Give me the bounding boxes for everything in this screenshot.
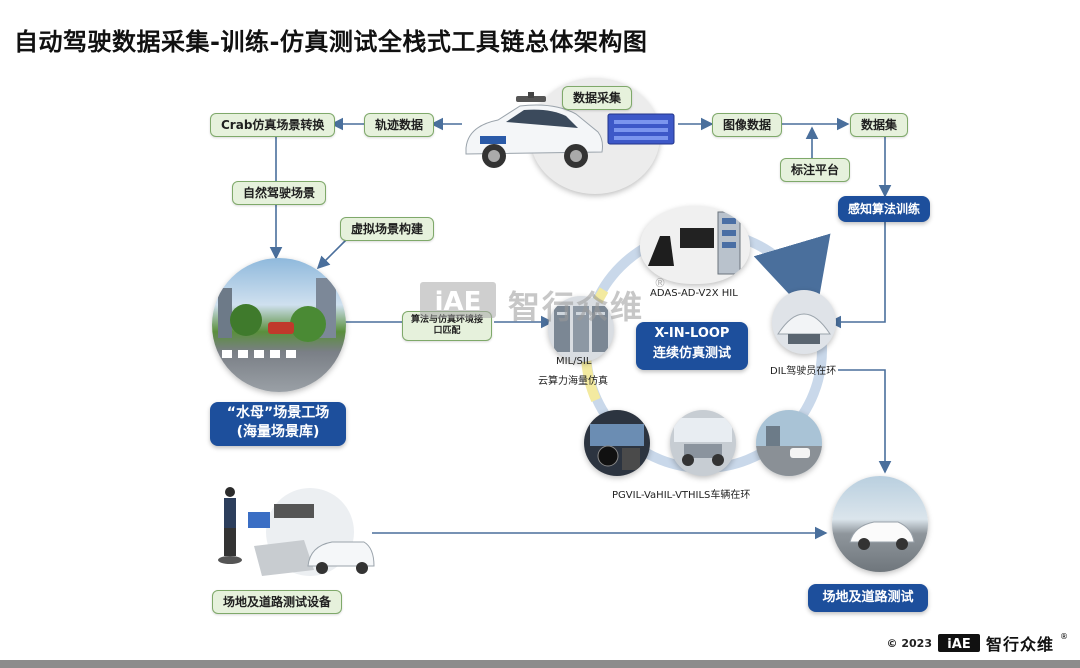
crosswalk-icon	[218, 278, 336, 358]
test-car-icon	[849, 521, 915, 550]
perception-training-box: 感知算法训练	[838, 196, 930, 222]
chassis-rig-icon	[674, 418, 732, 466]
watermark: iAE 智行众维 ®	[418, 276, 668, 328]
footer-logo-icon: iAE	[937, 634, 980, 652]
car-icon	[465, 92, 603, 168]
dil-caption: DIL驾驶员在环	[770, 366, 837, 377]
watermark-logo-icon: iAE	[420, 282, 496, 318]
bottom-bar	[0, 660, 1080, 668]
dil-circle	[772, 290, 836, 354]
cloud-sim-caption: 云算力海量仿真	[538, 376, 608, 387]
pgvil-circle-2	[670, 410, 736, 476]
crab-conversion-pill: Crab仿真场景转换	[210, 113, 336, 137]
dome-simulator-icon	[777, 313, 831, 344]
mil-sil-caption: MIL/SIL	[556, 356, 592, 367]
watermark-mark: ®	[654, 276, 666, 290]
field-test-box: 场地及道路测试	[808, 584, 928, 612]
pgvil-circle-1	[584, 410, 650, 476]
virtual-scene-build-pill: 虚拟场景构建	[340, 217, 435, 241]
trajectory-data-pill: 轨迹数据	[364, 113, 435, 137]
xil-title: X-IN-LOOP	[654, 326, 730, 341]
driving-simulator-icon	[648, 211, 741, 275]
adas-hil-caption: ADAS-AD-V2X HIL	[650, 288, 738, 299]
jellyfish-factory-subtitle: (海量场景库)	[236, 424, 320, 440]
svg-text:iAE: iAE	[435, 287, 482, 317]
hil-circle	[640, 206, 750, 284]
scene-circle	[212, 258, 346, 392]
page-title: 自动驾驶数据采集-训练-仿真测试全栈式工具链总体架构图	[14, 28, 648, 56]
mil-sil-circle	[548, 296, 614, 362]
xil-subtitle: 连续仿真测试	[652, 346, 731, 361]
jellyfish-factory-title: “水母”场景工场	[226, 405, 330, 421]
xil-box: X-IN-LOOP 连续仿真测试	[636, 322, 748, 370]
cockpit-icon	[590, 424, 644, 470]
copyright: © 2023	[886, 636, 932, 650]
footer: © 2023 iAE 智行众维 ®	[887, 632, 1068, 654]
footer-brand: 智行众维	[985, 635, 1054, 654]
svg-text:iAE: iAE	[947, 637, 970, 652]
pgvil-caption: PGVIL-VaHIL-VTHILS车辆在环	[612, 490, 751, 501]
annotation-platform-pill: 标注平台	[780, 158, 851, 182]
field-equipment-icon	[218, 487, 375, 576]
footer-mark: ®	[1060, 632, 1068, 641]
watermark-text: 智行众维	[508, 288, 645, 326]
server-grid-icon	[554, 306, 608, 352]
data-collection-label: 数据采集	[562, 86, 633, 110]
field-test-circle	[832, 476, 928, 572]
natural-scenes-pill: 自然驾驶场景	[232, 181, 327, 205]
image-data-pill: 图像数据	[712, 113, 783, 137]
test-track-icon	[756, 426, 822, 476]
field-equipment-pill: 场地及道路测试设备	[212, 590, 343, 614]
dataset-pill: 数据集	[850, 113, 909, 137]
jellyfish-factory-box: “水母”场景工场 (海量场景库)	[210, 402, 346, 446]
equipment-rack-icon	[607, 113, 675, 145]
pgvil-circle-3	[756, 410, 822, 476]
